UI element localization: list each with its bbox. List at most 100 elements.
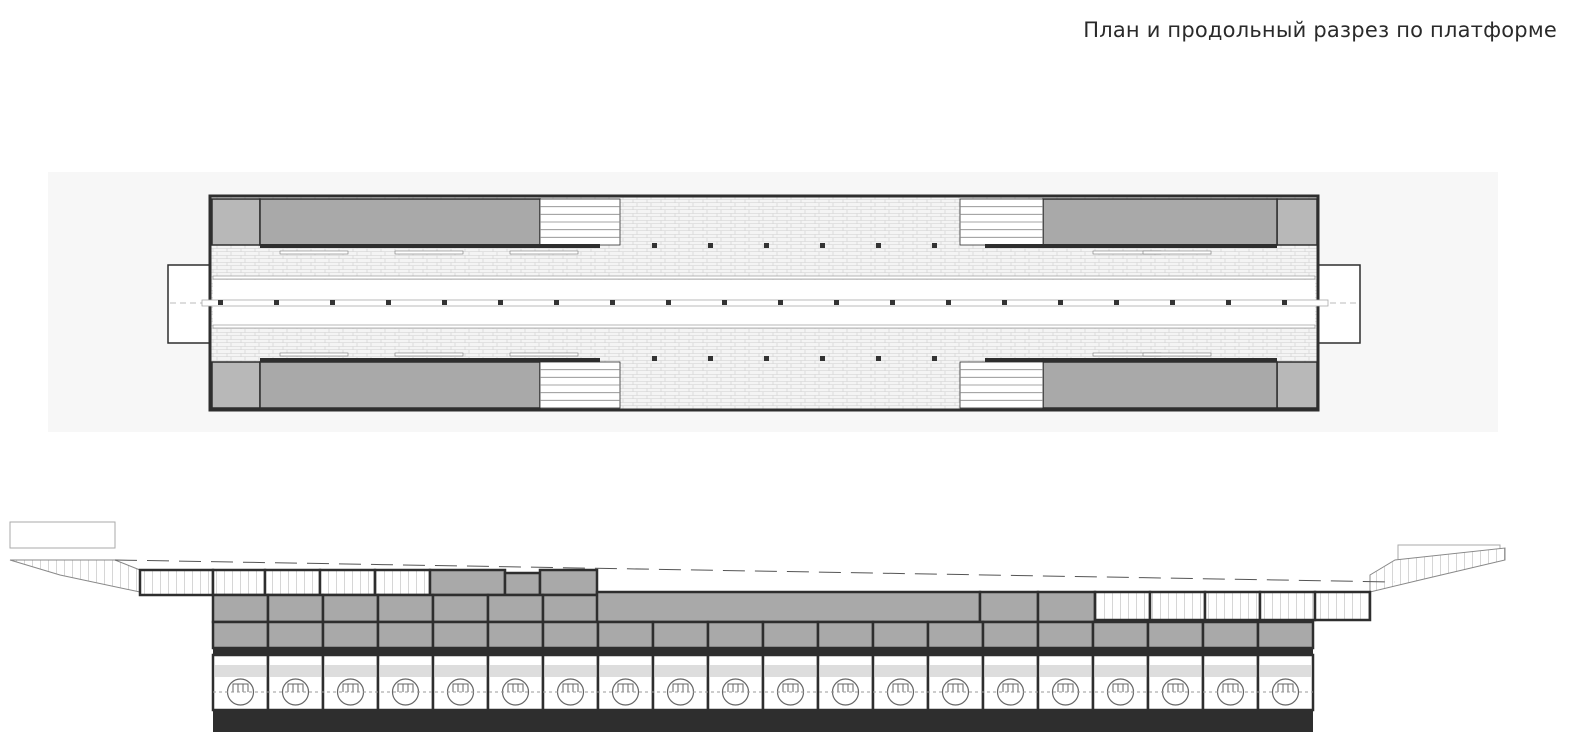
platform-wall: [260, 244, 600, 248]
platform-wall: [260, 358, 600, 362]
track-column: [610, 300, 615, 305]
gray-cell: [321, 620, 380, 650]
tunnel-upper-band: [325, 665, 376, 677]
platform-column: [708, 243, 713, 248]
gray-cell: [266, 620, 325, 650]
gray-cell: [211, 593, 270, 624]
service-room: [1042, 361, 1278, 409]
train-icon: [672, 683, 689, 692]
train-icon: [452, 683, 469, 692]
service-room: [1042, 198, 1278, 246]
gray-cell: [541, 620, 600, 650]
tunnel-upper-band: [820, 665, 871, 677]
tunnel-upper-band: [710, 665, 761, 677]
bench: [509, 352, 579, 357]
hatched-bay: [211, 568, 267, 597]
track-column: [330, 300, 335, 305]
platform-column: [652, 243, 657, 248]
train-icon: [617, 683, 634, 692]
train-icon: [947, 683, 964, 692]
train-icon: [1277, 683, 1294, 692]
bench: [1142, 250, 1212, 255]
gray-cell: [1201, 620, 1260, 650]
platform-column: [820, 356, 825, 361]
gray-cell: [376, 593, 435, 624]
tunnel-upper-band: [1150, 665, 1201, 677]
tunnel-upper-band: [545, 665, 596, 677]
platform-column: [708, 356, 713, 361]
track-column: [498, 300, 503, 305]
gray-cell: [816, 620, 875, 650]
track-column: [1058, 300, 1063, 305]
platform-wall: [985, 358, 1277, 362]
track-column: [218, 300, 223, 305]
gray-cell: [486, 593, 545, 624]
gray-cell: [486, 620, 545, 650]
train-icon: [1057, 683, 1074, 692]
tunnel-upper-band: [930, 665, 981, 677]
platform-column: [876, 243, 881, 248]
platform-column: [764, 356, 769, 361]
train-icon: [1167, 683, 1184, 692]
gray-cell: [706, 620, 765, 650]
hatched-bay: [1313, 590, 1372, 622]
train-icon: [562, 683, 579, 692]
tunnel-upper-band: [765, 665, 816, 677]
stair-block: [211, 361, 261, 409]
left-pavilion: [9, 521, 116, 549]
tunnel-circle: [281, 678, 310, 706]
tunnel-upper-band: [380, 665, 431, 677]
gray-cell: [926, 620, 985, 650]
slab: [213, 647, 1313, 655]
platform-edge: [212, 324, 1316, 329]
gray-cell: [1091, 620, 1150, 650]
train-icon: [342, 683, 359, 692]
track-column: [946, 300, 951, 305]
tunnel-upper-band: [1205, 665, 1256, 677]
train-icon: [782, 683, 799, 692]
bench: [1142, 352, 1212, 357]
tunnel-upper-band: [1095, 665, 1146, 677]
tunnel-circle: [941, 678, 970, 706]
track-column: [834, 300, 839, 305]
platform-column: [932, 356, 937, 361]
gray-bay: [503, 571, 542, 597]
station-plan: [48, 172, 1498, 432]
gray-cell: [1146, 620, 1205, 650]
train-icon: [397, 683, 414, 692]
hatched-bay: [1093, 590, 1152, 622]
hatched-bay: [1258, 590, 1317, 622]
gray-cell: [1036, 620, 1095, 650]
track-column: [666, 300, 671, 305]
bench: [394, 352, 464, 357]
service-room: [259, 361, 541, 409]
hatched-bay: [1148, 590, 1207, 622]
gray-bay: [538, 568, 599, 597]
hatched-bay: [138, 568, 215, 597]
ground-line: [114, 559, 1396, 583]
bench: [279, 352, 349, 357]
train-icon: [232, 683, 249, 692]
train-icon: [1222, 683, 1239, 692]
hatched-bay: [263, 568, 322, 597]
track-column: [1114, 300, 1119, 305]
track-column: [778, 300, 783, 305]
tunnel-upper-band: [1260, 665, 1311, 677]
tunnel-upper-band: [490, 665, 541, 677]
left-entrance-stair: [9, 559, 141, 593]
tunnel-circle: [611, 678, 640, 706]
gray-cell: [211, 620, 270, 650]
foundation-slab: [213, 710, 1313, 732]
track-column: [1226, 300, 1231, 305]
gray-cell: [871, 620, 930, 650]
platform-edge: [212, 275, 1316, 280]
stair-block: [1276, 198, 1318, 246]
stair-block: [211, 198, 261, 246]
gray-cell: [431, 593, 490, 624]
platform-column: [652, 356, 657, 361]
tunnel-upper-band: [270, 665, 321, 677]
bench: [509, 250, 579, 255]
bench: [394, 250, 464, 255]
gray-cell: [981, 620, 1040, 650]
